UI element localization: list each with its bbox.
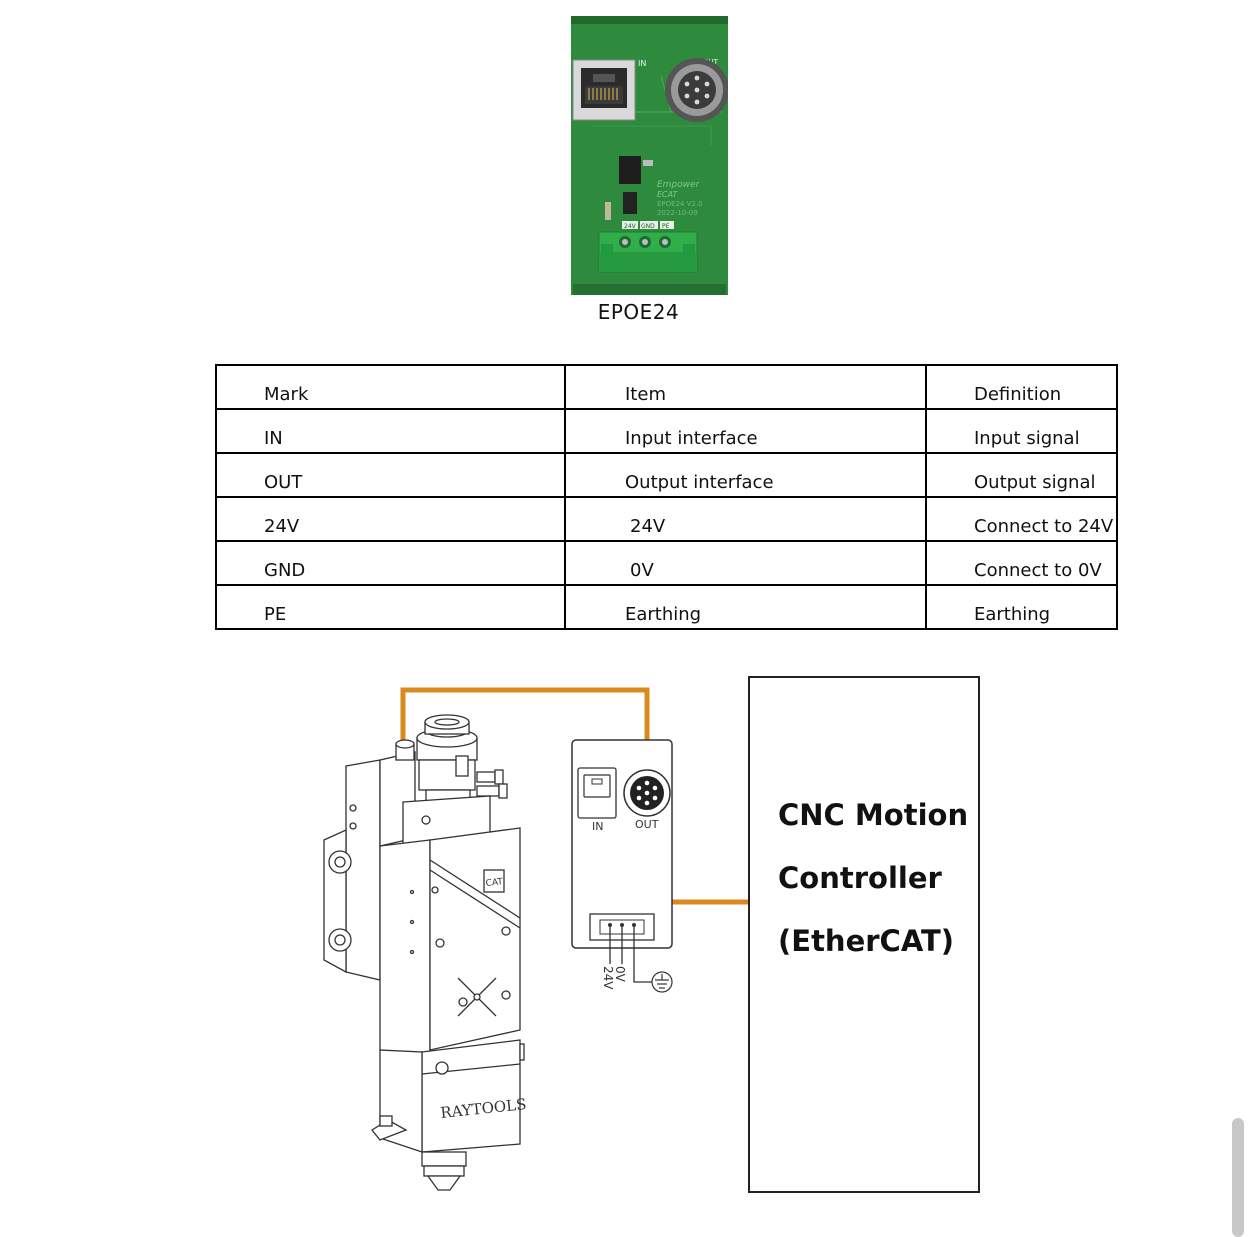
table-row: PE Earthing Earthing (215, 584, 1118, 630)
wire-0v-label: 0V (613, 966, 627, 983)
controller-label-line: Controller (778, 861, 942, 895)
module-in-label: IN (592, 820, 603, 833)
table-header-row: Mark Item Definition (215, 364, 1118, 410)
photo-brand-line: Empower (657, 180, 701, 190)
table-cell: Output signal (925, 452, 1118, 498)
ethernet-port-icon (577, 767, 617, 819)
circular-connector-icon (623, 769, 671, 817)
module-out-label: OUT (635, 818, 659, 831)
table-row: 24V 24V Connect to 24V (215, 496, 1118, 542)
photo-terminal-label: 24V (624, 223, 637, 230)
cutting-head-drawing (323, 714, 525, 1191)
wire-24v-label: 24V (601, 966, 615, 990)
photo-terminal-label: GND (641, 223, 655, 230)
table-cell: IN (215, 408, 566, 454)
ground-symbol-icon (651, 971, 673, 993)
circular-connector-icon (665, 58, 728, 122)
ethernet-port-icon (572, 59, 636, 121)
interface-table: Mark Item Definition IN Input interface … (215, 364, 1118, 630)
photo-brand-line: EPOE24 V2.0 (657, 200, 703, 208)
head-badge-label: CAT (485, 877, 504, 889)
table-cell: Earthing (925, 584, 1118, 630)
vertical-scrollbar[interactable] (1232, 1118, 1244, 1237)
table-cell: 0V (564, 540, 927, 586)
table-header-cell: Definition (925, 364, 1118, 410)
table-cell: GND (215, 540, 566, 586)
controller-label-line: CNC Motion (778, 798, 969, 832)
cnc-controller-box: CNC Motion Controller (EtherCAT) (748, 676, 980, 1193)
table-row: GND 0V Connect to 0V (215, 540, 1118, 586)
table-cell: OUT (215, 452, 566, 498)
table-cell: 24V (215, 496, 566, 542)
cable-to-out (400, 687, 650, 765)
table-cell: Connect to 0V (925, 540, 1118, 586)
epoe24-board-photo: IN OUT Empower ECAT EPOE24 V2.0 2022-10-… (571, 16, 728, 295)
table-cell: 24V (564, 496, 927, 542)
table-cell: Connect to 24V (925, 496, 1118, 542)
table-cell: Input interface (564, 408, 927, 454)
table-cell: Output interface (564, 452, 927, 498)
table-row: IN Input interface Input signal (215, 408, 1118, 454)
table-header-cell: Item (564, 364, 927, 410)
photo-brand-line: 2022-10-09 (657, 209, 698, 217)
table-row: OUT Output interface Output signal (215, 452, 1118, 498)
photo-caption: EPOE24 (597, 300, 680, 324)
table-cell: PE (215, 584, 566, 630)
table-cell: Earthing (564, 584, 927, 630)
table-header-cell: Mark (215, 364, 566, 410)
photo-terminal-label: PE (662, 223, 670, 230)
epoe24-module-drawing: IN OUT 24V 0V (571, 739, 673, 993)
controller-label-line: (EtherCAT) (778, 924, 955, 958)
table-cell: Input signal (925, 408, 1118, 454)
photo-brand-line: ECAT (657, 190, 679, 199)
photo-in-label: IN (638, 59, 646, 68)
wiring-diagram: RAYTOOLS CAT IN OUT (323, 687, 748, 1191)
